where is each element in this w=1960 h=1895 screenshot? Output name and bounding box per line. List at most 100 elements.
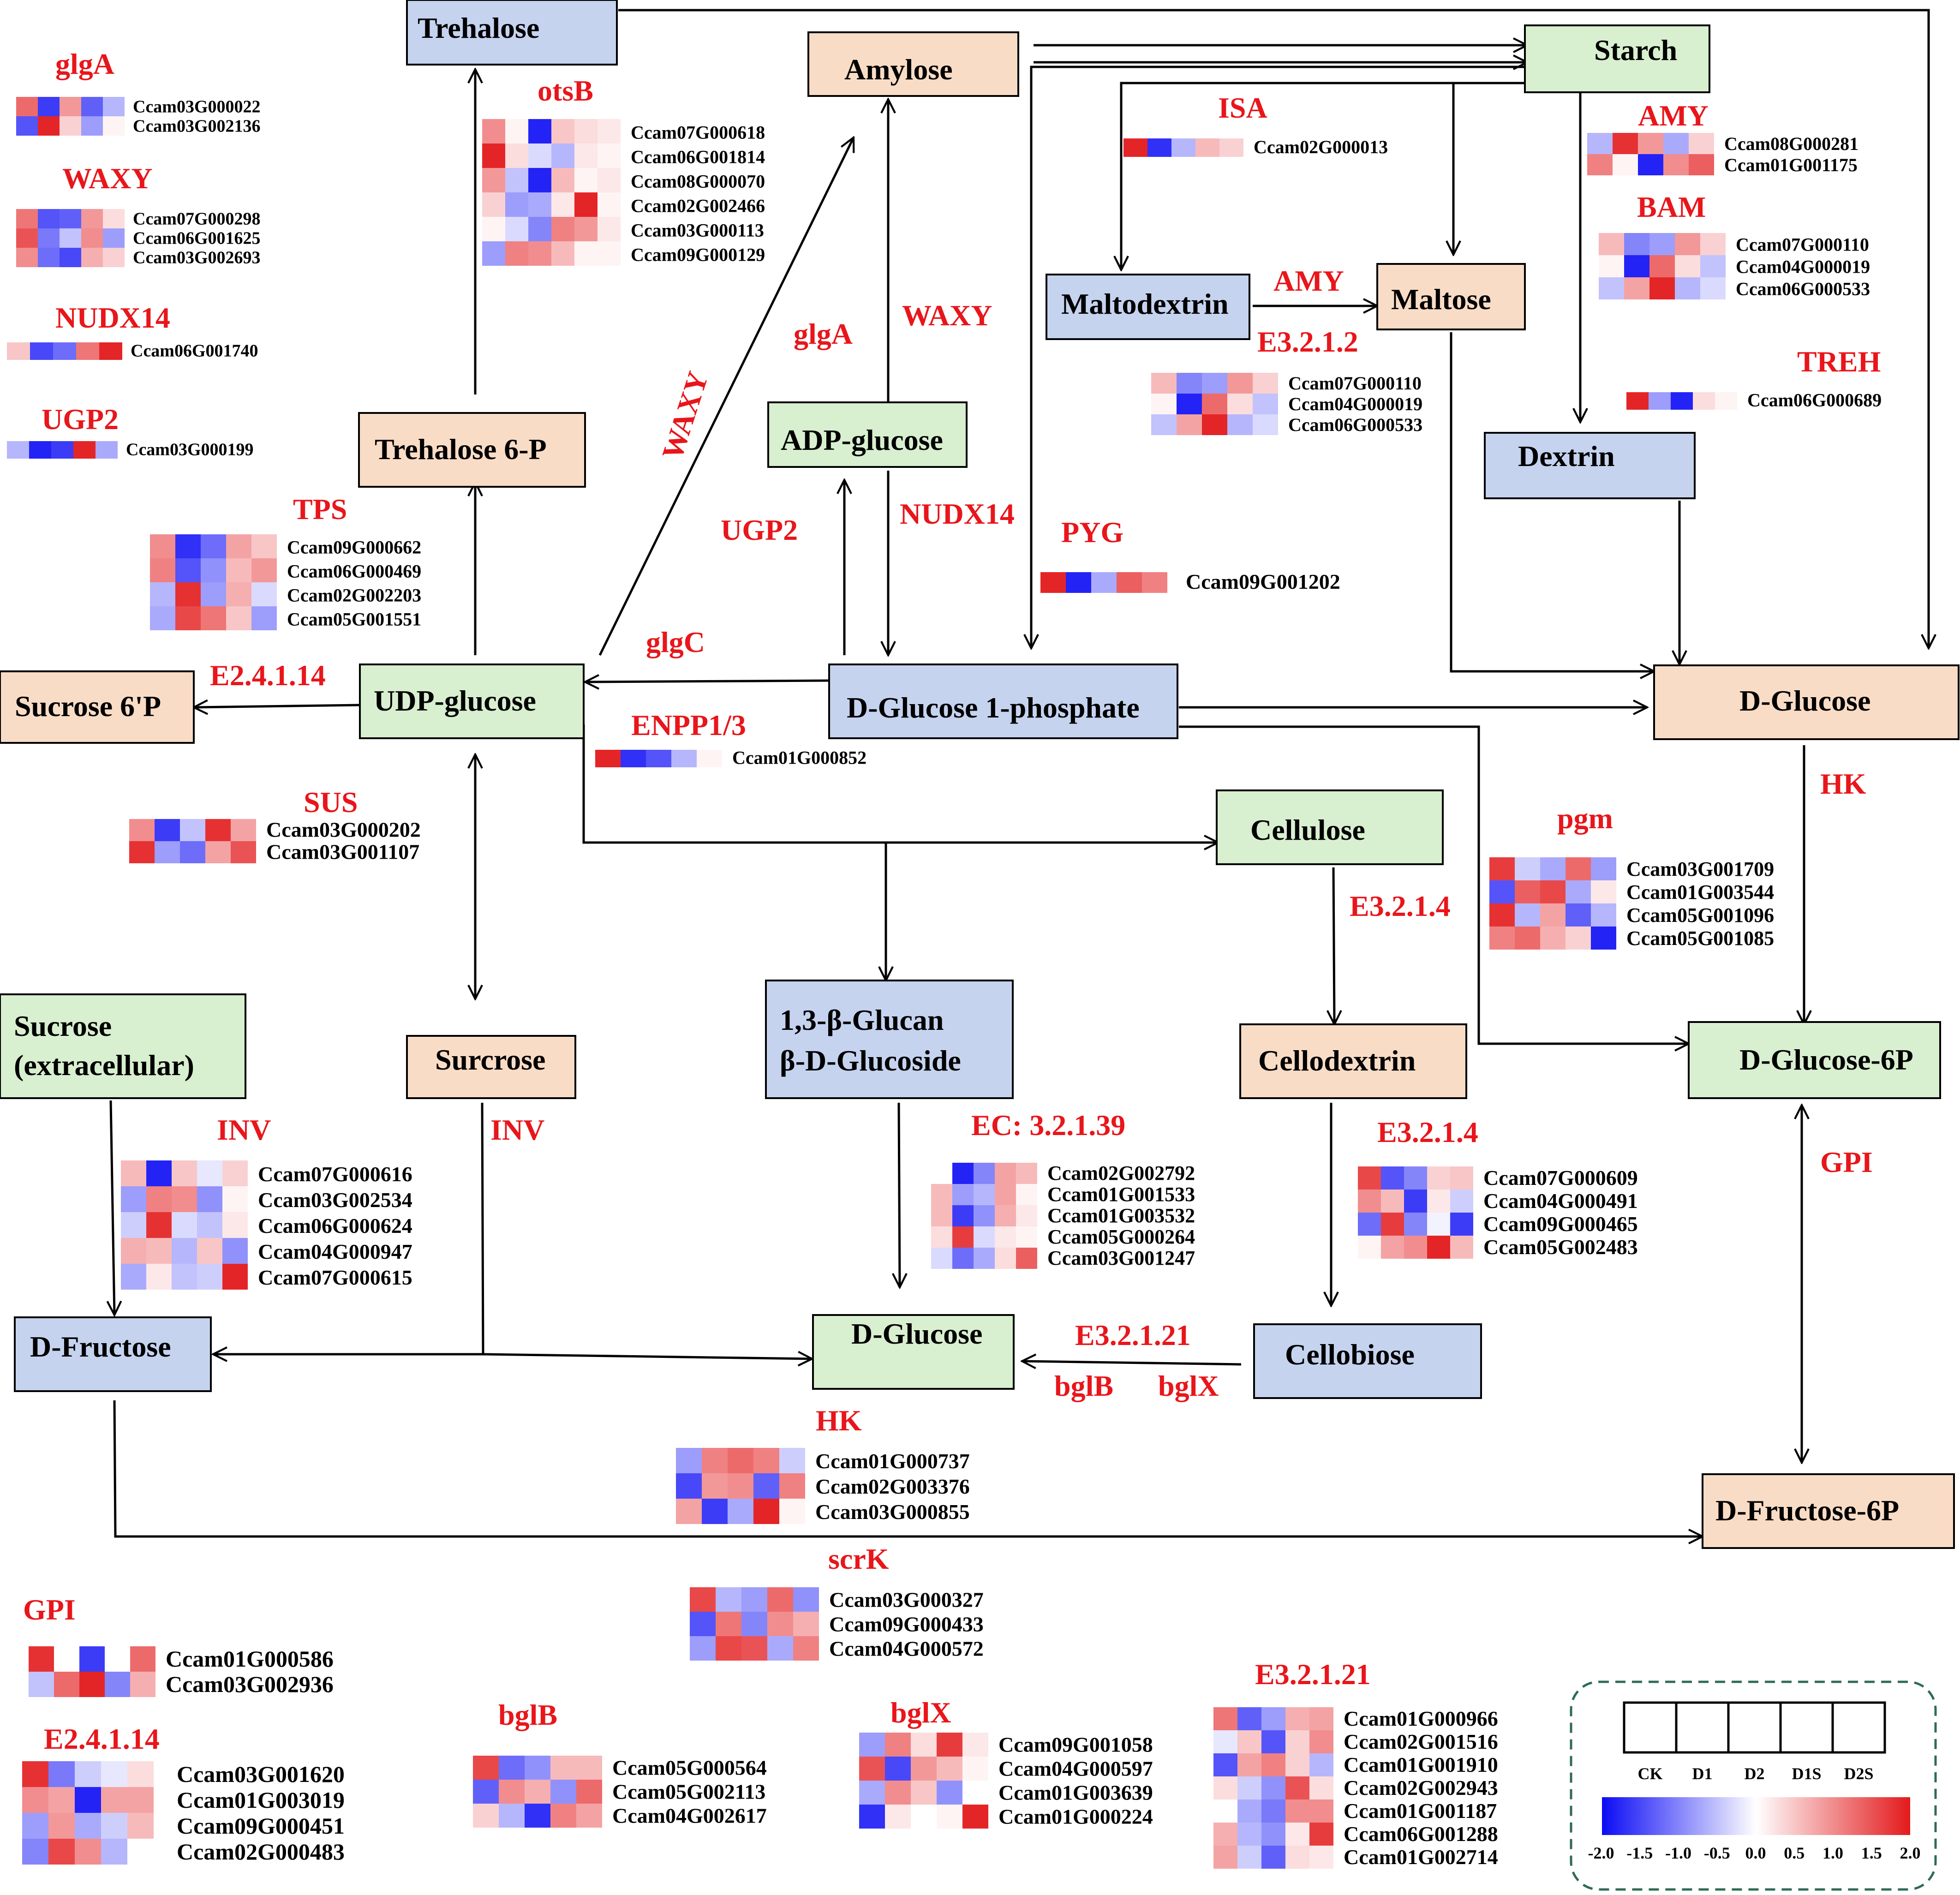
heatmap-cell xyxy=(576,1756,602,1780)
heatmap-cell xyxy=(753,1499,779,1524)
label-tps: TPS xyxy=(293,493,347,526)
heatmap-cell xyxy=(73,441,96,459)
heatmap-cell xyxy=(1515,903,1540,927)
node-dglucose-top-box xyxy=(1653,664,1960,740)
heatmap-cell xyxy=(1591,927,1616,950)
heatmap-cell xyxy=(482,241,505,266)
heatmap-cell xyxy=(702,1448,728,1473)
heatmap-cell xyxy=(1261,1846,1285,1869)
gene-id-label: Ccam08G000281 xyxy=(1724,133,1858,154)
heatmap-cell xyxy=(937,1733,962,1757)
heatmap-cell xyxy=(226,606,251,630)
heatmap-cell xyxy=(146,1264,172,1290)
node-cellodextrin: Cellodextrin xyxy=(1258,1044,1416,1077)
heatmap-cell xyxy=(7,342,30,360)
gene-id-label: Ccam04G000597 xyxy=(998,1757,1153,1781)
edge-starch-to-glucose1p xyxy=(1031,66,1527,648)
heatmap-cell xyxy=(251,606,277,630)
heatmap-cell xyxy=(130,1672,155,1697)
heatmap-cell xyxy=(29,441,51,459)
node-udpglucose-box xyxy=(359,664,585,739)
gene-id-label: Ccam05G002113 xyxy=(612,1780,765,1804)
heatmap-cell xyxy=(937,1757,962,1781)
node-labels: Trehalose Amylose Starch Maltodextrin Ma… xyxy=(14,12,1913,1527)
heatmap-bglx: Ccam09G001058Ccam04G000597Ccam01G003639C… xyxy=(859,1733,1153,1829)
heatmap-cell xyxy=(205,841,231,863)
heatmap-cell xyxy=(1649,392,1671,410)
heatmap-cell xyxy=(1309,1730,1333,1753)
heatmap-cell xyxy=(974,1184,995,1205)
heatmap-cell xyxy=(1587,133,1613,154)
heatmap-cell xyxy=(505,217,528,241)
heatmap-cell xyxy=(175,534,201,558)
heatmap-cell xyxy=(473,1804,499,1828)
heatmap-cell xyxy=(172,1212,197,1238)
heatmap-cell xyxy=(1227,394,1253,414)
heatmap-ec32139: Ccam02G002792Ccam01G001533Ccam01G003532C… xyxy=(931,1162,1195,1269)
heatmap-cell xyxy=(251,582,277,606)
heatmap-cell xyxy=(1285,1823,1309,1846)
gene-id-label: Ccam03G001107 xyxy=(266,840,419,863)
heatmap-cell xyxy=(7,441,29,459)
heatmap-cell xyxy=(1285,1776,1309,1799)
label-otsb: otsB xyxy=(538,74,593,107)
heatmap-cell xyxy=(1540,903,1566,927)
heatmap-cell xyxy=(1195,138,1219,157)
heatmap-cell xyxy=(767,1636,793,1661)
heatmap-cell xyxy=(952,1205,974,1226)
heatmap-cell xyxy=(75,1761,101,1787)
heatmap-cell xyxy=(859,1757,885,1781)
heatmap-cell xyxy=(995,1205,1016,1226)
node-dglucose-mid-box xyxy=(812,1314,1015,1390)
heatmap-cell xyxy=(54,1646,79,1672)
gene-id-label: Ccam09G000433 xyxy=(829,1612,984,1636)
heatmap-cell xyxy=(482,119,505,143)
heatmap-cell xyxy=(1261,1707,1285,1730)
heatmap-cell xyxy=(728,1448,753,1473)
heatmap-cell xyxy=(1489,857,1515,880)
heatmap-cell xyxy=(1404,1236,1427,1259)
heatmap-cell xyxy=(1016,1248,1037,1269)
node-dfructose: D-Fructose xyxy=(30,1330,171,1363)
heatmap-cell xyxy=(1309,1776,1333,1799)
label-e32121-bottom: E3.2.1.21 xyxy=(1255,1658,1371,1691)
gene-id-label: Ccam01G003544 xyxy=(1626,881,1774,903)
heatmap-cell xyxy=(671,750,697,767)
heatmap-cell xyxy=(1450,1190,1473,1213)
gene-id-label: Ccam04G002617 xyxy=(612,1804,767,1828)
label-ugp2-mid: UGP2 xyxy=(721,514,798,546)
heatmap-cell xyxy=(1515,880,1540,903)
heatmap-cell xyxy=(38,116,60,136)
heatmap-cell xyxy=(1227,373,1253,394)
edge-glucose1p-to-dglucose6p xyxy=(1179,725,1689,1044)
heatmap-cell xyxy=(1285,1799,1309,1823)
label-e24114-mid: E2.4.1.14 xyxy=(210,659,326,692)
heatmap-cell xyxy=(931,1184,952,1205)
gene-id-label: Ccam01G000586 xyxy=(166,1646,334,1672)
heatmap-cell xyxy=(1489,927,1515,950)
heatmap-cell xyxy=(741,1587,767,1612)
gene-id-label: Ccam09G001058 xyxy=(998,1733,1153,1757)
heatmap-cell xyxy=(697,750,722,767)
heatmap-cell xyxy=(1171,138,1195,157)
heatmap-cell xyxy=(646,750,671,767)
heatmap-cell xyxy=(1309,1753,1333,1776)
heatmap-cell xyxy=(1358,1166,1381,1190)
gene-id-label: Ccam02G000483 xyxy=(177,1839,345,1865)
heatmap-cell xyxy=(931,1163,952,1184)
label-amy-mid: AMY xyxy=(1273,264,1344,297)
heatmap-cell xyxy=(1626,392,1649,410)
gene-id-label: Ccam06G001288 xyxy=(1344,1822,1498,1846)
heatmap-cell xyxy=(528,217,551,241)
heatmap-cell xyxy=(952,1226,974,1248)
node-dglucose-top: D-Glucose xyxy=(1739,684,1870,717)
heatmap-cell xyxy=(121,1238,146,1264)
heatmap-cell xyxy=(716,1636,741,1661)
heatmap-cell xyxy=(146,1160,172,1186)
heatmap-cell xyxy=(38,97,60,116)
gene-id-label: Ccam01G001175 xyxy=(1724,155,1858,175)
gene-id-label: Ccam06G001814 xyxy=(631,146,765,167)
